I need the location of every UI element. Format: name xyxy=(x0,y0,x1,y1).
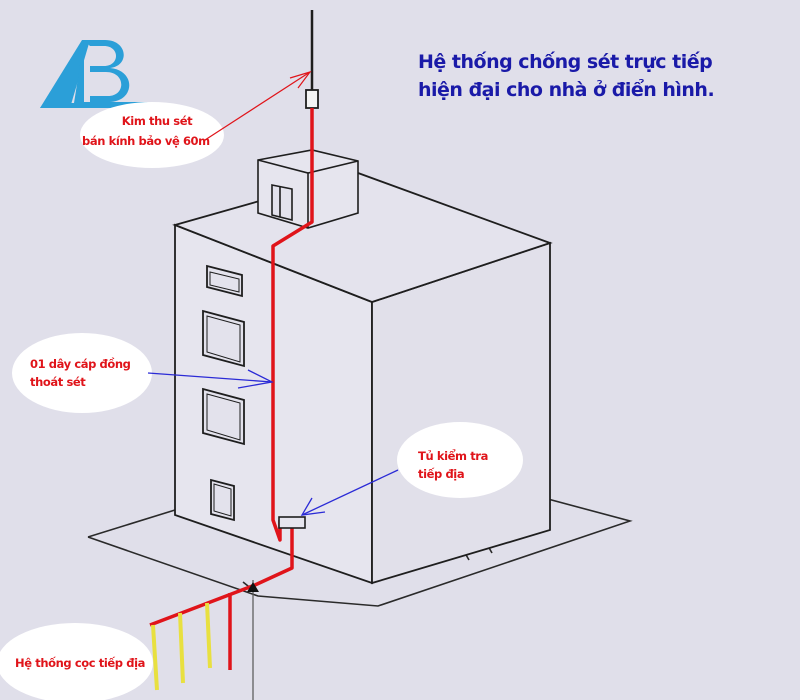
arrow-air-terminal xyxy=(204,70,312,141)
label-ground-rods: Hệ thống cọc tiếp địa xyxy=(15,654,145,672)
callout-air-terminal xyxy=(80,102,224,168)
ground-rods xyxy=(151,602,212,691)
callout-test-box xyxy=(397,422,523,498)
title-line-2: hiện đại cho nhà ở điển hình. xyxy=(418,79,715,101)
callout-ground-rods xyxy=(0,623,153,700)
arrow-test-box xyxy=(300,469,399,516)
label-down-conductor: 01 dây cáp đồng thoát sét xyxy=(30,355,131,391)
diagram-title: Hệ thống chống sét trực tiếp hiện đại ch… xyxy=(418,48,715,104)
air-terminal-rod xyxy=(305,10,319,109)
roof-stair-housing xyxy=(257,149,359,229)
test-box xyxy=(278,516,306,529)
windows xyxy=(202,264,245,522)
building xyxy=(172,172,553,585)
label-air-terminal-sub: bán kính bảo vệ 60m xyxy=(82,132,210,150)
title-line-1: Hệ thống chống sét trực tiếp xyxy=(418,51,713,73)
label-air-terminal-line1: Kim thu sét xyxy=(121,114,193,128)
label-test-box-line1: Tủ kiểm tra xyxy=(418,449,488,463)
down-conductor xyxy=(149,108,314,670)
label-test-box: Tủ kiểm tra tiếp địa xyxy=(418,447,488,483)
label-air-terminal-line2: bán kính bảo vệ 60m xyxy=(82,134,210,148)
axis-marker xyxy=(247,580,259,700)
label-down-conductor-line2: thoát sét xyxy=(30,375,86,389)
label-down-conductor-line1: 01 dây cáp đồng xyxy=(30,357,131,371)
callout-down-conductor xyxy=(12,333,152,413)
label-ground-rods-line1: Hệ thống cọc tiếp địa xyxy=(15,656,145,670)
ab-logo-icon xyxy=(40,40,148,108)
arrow-down-conductor xyxy=(147,369,275,389)
label-test-box-line2: tiếp địa xyxy=(418,467,465,481)
label-air-terminal: Kim thu sét xyxy=(112,112,202,130)
